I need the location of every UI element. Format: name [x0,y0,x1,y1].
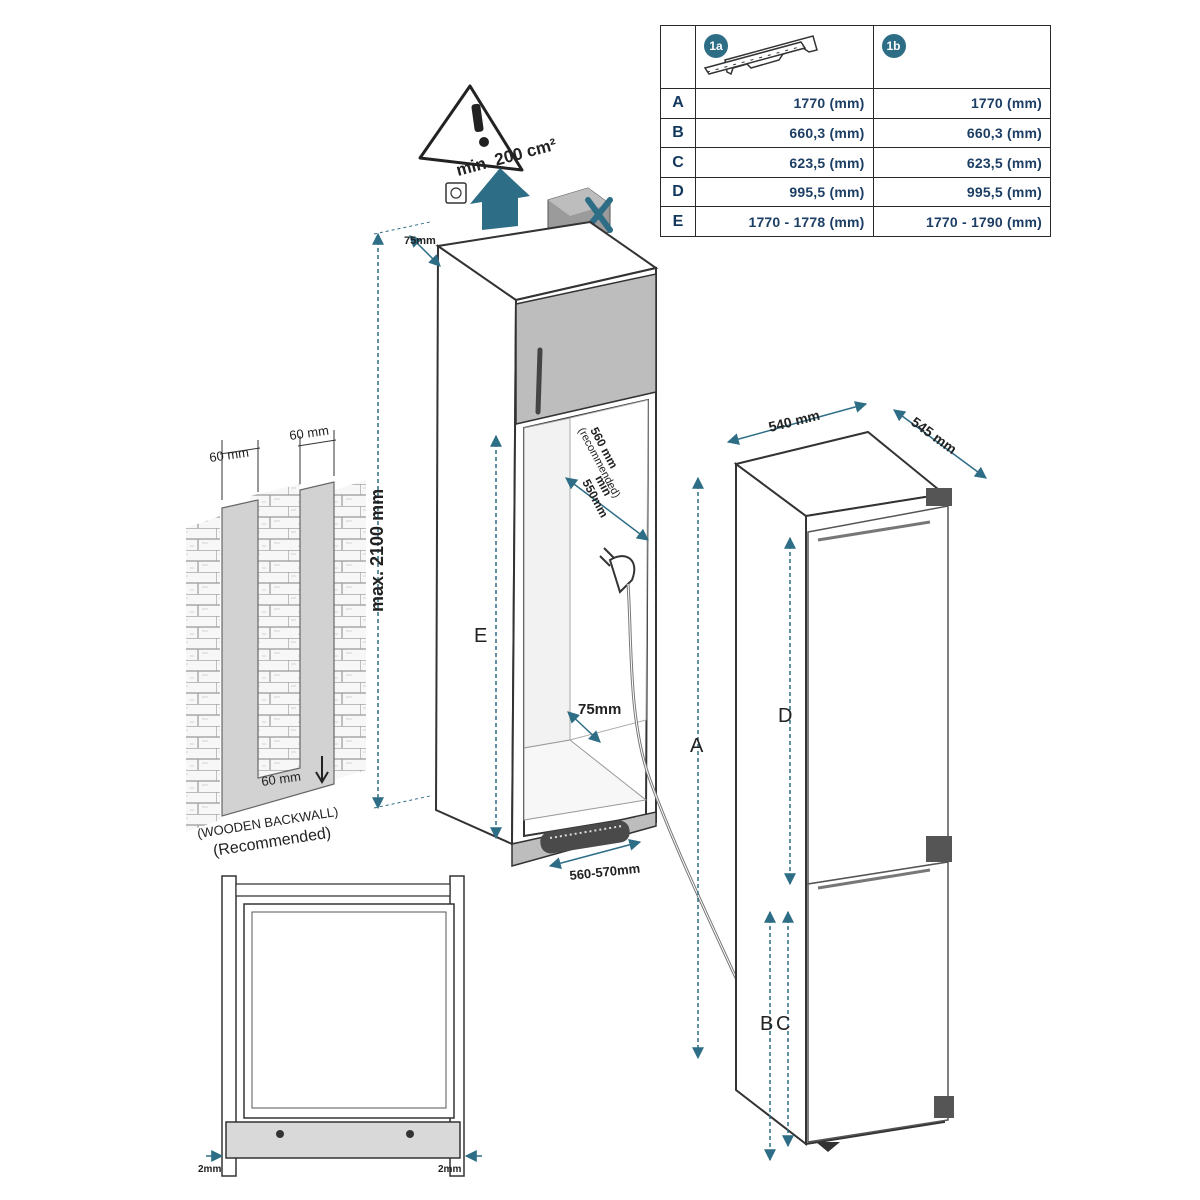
bracket-1b-badge: 1b [881,34,906,58]
appliance-d-label: D [778,705,792,727]
table-row-a: A 1770 (mm) 1770 (mm) [660,88,1051,119]
top-hinge-icon [926,488,952,506]
freezer-door [807,861,949,1143]
table-row-e: E 1770 - 1778 (mm) 1770 - 1790 (mm) [660,206,1051,237]
row-label: A [660,88,696,119]
fridge-door [807,505,949,885]
value-1b: 1770 - 1790 (mm) [872,206,1051,237]
bottom-hinge-icon [934,1096,954,1118]
rear-gap-label: 75mm [578,701,621,718]
frame-right-gap: 2mm [438,1164,461,1175]
appliance [733,430,954,1152]
appliance-width-label: 540 mm [767,407,821,435]
table-row-b: B 660,3 (mm) 660,3 (mm) [660,117,1051,149]
cabinet [434,220,738,979]
value-1b: 1770 (mm) [872,88,1051,119]
row-label: C [660,147,696,178]
value-1a: 1770 (mm) [695,88,874,119]
power-plug-icon [599,547,738,979]
value-1a: 1770 - 1778 (mm) [695,206,874,237]
appliance-depth-label: 545 mm [908,413,960,457]
dimensions-table: 1a 1b A 1770 (mm) 1770 (mm) B 660,3 (mm)… [660,24,1051,237]
row-label: D [660,176,696,208]
up-arrow-icon [470,168,530,230]
column-header-1b: 1b [703,24,1051,90]
warning-icon [418,84,524,172]
value-1a: 995,5 (mm) [695,176,874,208]
max-height-label: max. 2100 mm [367,489,387,612]
value-1b: 660,3 (mm) [872,117,1051,149]
frame-left-gap: 2mm [198,1164,221,1175]
middle-hinge-icon [926,836,952,862]
value-1a: 660,3 (mm) [695,117,874,149]
appliance-a-label: A [690,735,704,757]
backwall-left-width: 60 mm [208,445,249,465]
bracket-1b-icon [703,40,806,75]
wooden-backwall: 60 mm 60 mm 60 mm (WOODEN BACKWALL) (Rec… [186,423,366,860]
backwall-bottom-width: 60 mm [260,769,301,789]
value-1b: 623,5 (mm) [872,147,1051,178]
appliance-b-label: B [760,1013,773,1035]
table-corner [660,24,696,90]
value-1a: 623,5 (mm) [695,147,874,178]
row-label: B [660,117,696,149]
row-label: E [660,206,696,237]
top-gap-label: 75mm [404,235,436,247]
down-arrow-icon [315,756,329,784]
door-handle [535,347,543,415]
cabinet-dimensions: max. 2100 mm 75mm E 560 mm (recommended)… [367,221,649,883]
backwall-right-width: 60 mm [288,423,329,443]
value-1b: 995,5 (mm) [872,176,1051,208]
table-row-d: D 995,5 (mm) 995,5 (mm) [660,176,1051,208]
cabinet-e-label: E [474,625,487,647]
bracket-1a-badge: 1a [704,34,728,58]
appliance-c-label: C [776,1013,790,1035]
frame-view: 2mm 2mm [198,875,482,1177]
cabinet-width-label: 560-570mm [569,861,641,883]
cabinet-door [515,273,657,425]
table-row-c: C 623,5 (mm) 623,5 (mm) [660,147,1051,178]
socket-icon [445,182,467,204]
